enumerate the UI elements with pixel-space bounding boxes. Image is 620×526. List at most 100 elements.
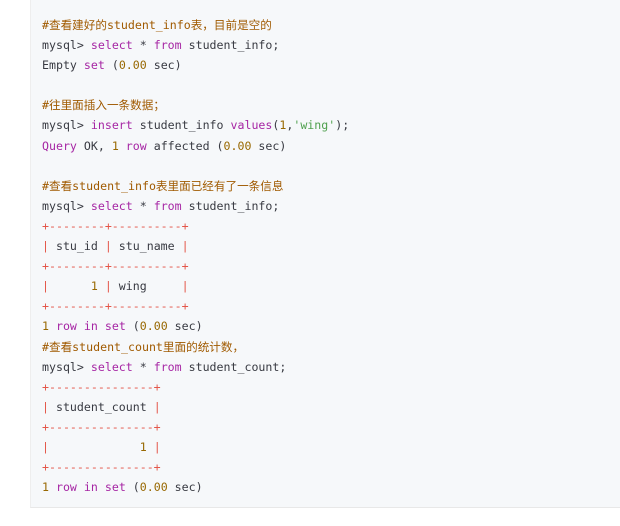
code-line: +---------------+ <box>42 417 620 437</box>
code-token: | <box>42 239 49 254</box>
code-token: 1 <box>279 118 287 133</box>
code-token: from <box>153 359 182 374</box>
code-line: ​ <box>42 156 620 176</box>
code-line: +--------+----------+ <box>42 256 620 276</box>
code-token: | <box>181 239 189 254</box>
code-token: #查看建好的student_info表，目前是空的 <box>42 18 272 32</box>
code-token: select <box>90 38 133 53</box>
code-token: ( <box>125 480 140 495</box>
code-line: mysql> select * from student_info; <box>42 35 620 55</box>
code-line: +---------------+ <box>42 457 620 477</box>
code-line: 1 row in set (0.00 sec) <box>42 477 620 497</box>
code-token: +--------+----------+ <box>42 259 189 274</box>
code-token: | <box>42 439 49 454</box>
code-token: | <box>42 399 49 414</box>
code-token: ); <box>335 118 350 133</box>
code-token: student_info <box>132 118 231 133</box>
code-token <box>49 279 91 293</box>
code-token <box>49 319 56 333</box>
code-token: #查看student_count里面的统计数， <box>42 339 245 354</box>
code-token <box>119 139 126 153</box>
code-token <box>98 319 105 333</box>
code-token: | <box>104 239 112 254</box>
code-token <box>147 440 154 454</box>
code-line: #查看student_info表里面已经有了一条信息 <box>42 176 620 196</box>
code-token: student_count <box>48 399 154 414</box>
code-token: 1 <box>90 279 98 294</box>
code-token: sec) <box>146 58 182 73</box>
code-line: +---------------+ <box>42 377 620 397</box>
code-line: #往里面插入一条数据； <box>42 95 620 115</box>
code-token: from <box>153 198 182 213</box>
code-token <box>98 480 105 494</box>
code-token: row <box>55 319 77 334</box>
code-token: 'wing' <box>293 118 336 133</box>
code-token: mysql> <box>42 118 91 133</box>
code-line: +--------+----------+ <box>42 296 620 316</box>
code-token: sec) <box>251 138 287 153</box>
code-token: +---------------+ <box>42 460 161 475</box>
code-token <box>77 319 84 333</box>
code-token: set <box>104 480 126 495</box>
code-token: 0.00 <box>139 319 168 334</box>
code-token: values <box>230 118 273 133</box>
code-token: OK, <box>76 138 112 153</box>
code-token: set <box>83 58 105 73</box>
code-token: in <box>83 480 98 495</box>
code-token: 0.00 <box>118 58 147 73</box>
code-token: wing <box>111 279 182 294</box>
code-block: #查看建好的student_info表，目前是空的 mysql> select *… <box>30 0 620 508</box>
code-token: +---------------+ <box>42 419 161 434</box>
code-line: 1 row in set (0.00 sec) <box>42 316 620 336</box>
code-line: +--------+----------+ <box>42 216 620 236</box>
code-line: #查看建好的student_info表，目前是空的 <box>42 15 620 35</box>
code-token: | <box>104 279 112 294</box>
code-token: set <box>104 319 126 334</box>
code-token: 1 <box>139 439 147 454</box>
code-line: | 1 | wing | <box>42 276 620 296</box>
code-token: select <box>90 359 133 374</box>
code-token: sec) <box>167 480 203 495</box>
code-token: +---------------+ <box>42 379 161 394</box>
code-token <box>49 480 56 494</box>
code-token: , <box>286 118 294 133</box>
code-token: Empty <box>42 58 84 73</box>
code-token: +--------+----------+ <box>42 218 189 233</box>
code-token: row <box>125 138 147 153</box>
code-token: stu_name <box>111 239 182 254</box>
code-line: | student_count | <box>42 397 620 417</box>
code-token: 0.00 <box>139 480 168 495</box>
code-token: | <box>153 439 161 454</box>
code-token: 1 <box>42 319 49 334</box>
code-token: mysql> <box>42 198 91 213</box>
code-token: mysql> <box>42 359 91 374</box>
code-token: student_count; <box>181 359 287 374</box>
code-token: * <box>132 198 154 213</box>
code-token: ( <box>272 118 280 133</box>
code-token: 0.00 <box>223 138 252 153</box>
code-token: | <box>153 399 161 414</box>
code-line: ​ <box>42 75 620 95</box>
code-line: | stu_id | stu_name | <box>42 236 620 256</box>
code-token: insert <box>90 118 133 133</box>
code-token: ( <box>125 319 140 334</box>
code-token: 1 <box>111 138 119 153</box>
code-token: affected ( <box>146 138 224 153</box>
code-token: student_info; <box>181 198 280 213</box>
code-token <box>49 440 140 454</box>
code-token: row <box>55 480 77 495</box>
code-token: 1 <box>42 480 49 495</box>
code-line: Query OK, 1 row affected (0.00 sec) <box>42 136 620 156</box>
code-token: student_info; <box>181 38 280 53</box>
code-token <box>77 480 84 494</box>
code-line: | 1 | <box>42 437 620 457</box>
code-token: mysql> <box>42 38 91 53</box>
code-token <box>98 279 105 293</box>
code-token: select <box>90 198 133 213</box>
code-line: mysql> insert student_info values(1,'win… <box>42 115 620 135</box>
code-token: | <box>42 279 49 294</box>
code-token: stu_id <box>48 239 105 254</box>
code-content: #查看建好的student_info表，目前是空的 mysql> select *… <box>31 0 620 497</box>
code-line: Empty set (0.00 sec) <box>42 55 620 75</box>
code-line: mysql> select * from student_count; <box>42 357 620 377</box>
